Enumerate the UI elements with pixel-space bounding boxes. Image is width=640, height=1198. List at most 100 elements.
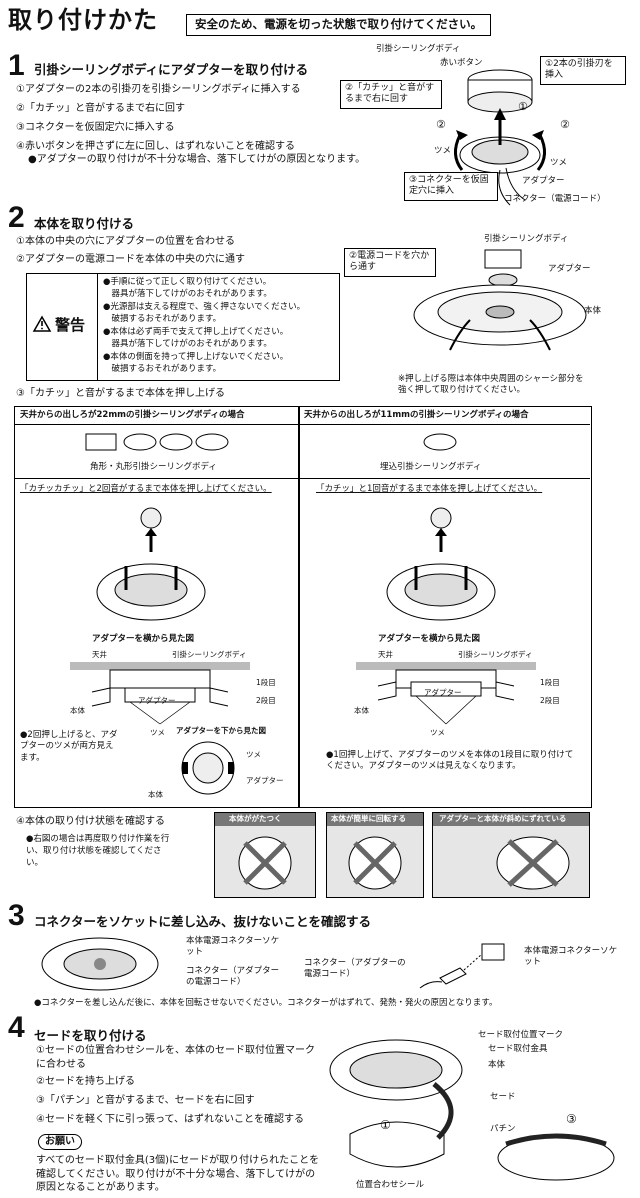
bottom-view-main: 本体 <box>148 790 163 799</box>
step1-illustration <box>454 69 546 206</box>
s1-num-2a: ② <box>436 118 446 131</box>
s1-callout-2: ②「カチッ」と音がするまで右に回す <box>340 80 442 109</box>
table-caption-rule <box>14 478 590 479</box>
s2-callout: ②電源コードを穴から通す <box>344 248 436 277</box>
s3-connector: コネクター（アダプターの電源コード） <box>186 966 280 988</box>
table-header-rule <box>14 424 590 425</box>
bad-state-1-cross-icon <box>238 836 292 890</box>
right-tsume: ツメ <box>430 728 445 737</box>
s2-main: 本体 <box>584 306 602 316</box>
right-pushup-illustration <box>386 507 496 621</box>
warning-line-4: 破損するおそれがあります。 <box>103 314 222 324</box>
step2-item-2: ②アダプターの電源コードを本体の中央の穴に通す <box>16 254 245 265</box>
left-tsume: ツメ <box>150 728 165 737</box>
step2-item-4-note: ●右図の場合は再度取り付け作業を行い、取り付け状態を確認してください。 <box>26 834 170 868</box>
warning-line-5: ●本体は必ず両手で支えて押し上げてください。 <box>103 327 289 337</box>
step3-title: コネクターをソケットに差し込み、抜けないことを確認する <box>34 914 372 929</box>
right-main: 本体 <box>354 706 369 715</box>
s2-note: ※押し上げる際は本体中央周囲のシャーシ部分を強く押して取り付けてください。 <box>398 374 584 396</box>
step1-item-4: ④赤いボタンを押さずに左に回し、はずれないことを確認する <box>16 141 295 152</box>
right-tier2: 2段目 <box>540 696 560 705</box>
s1-callout-1: ①2本の引掛刃を挿入 <box>540 56 626 85</box>
step1-number: 1 <box>8 49 25 82</box>
step4-illustration <box>329 1039 615 1181</box>
step3-connector-illustration <box>419 943 505 989</box>
left-tier1: 1段目 <box>256 678 276 687</box>
right-side-view-title: アダプターを横から見た図 <box>378 634 481 644</box>
left-ceiling: 天井 <box>92 650 107 659</box>
left-side-view-title: アダプターを横から見た図 <box>92 634 195 644</box>
bad-state-3-label: アダプターと本体が斜めにずれている <box>439 814 567 823</box>
bad-state-3-cross-icon <box>496 836 570 890</box>
bad-state-3: アダプターと本体が斜めにずれている <box>432 812 590 898</box>
s1-adapter: アダプター <box>522 176 565 186</box>
s1-num-1: ① <box>518 100 528 113</box>
left-main: 本体 <box>70 706 85 715</box>
bottom-view-diagram <box>181 741 235 795</box>
s4-bracket: セード取付金具 <box>488 1044 548 1054</box>
s1-num-2b: ② <box>560 118 570 131</box>
right-side-view-diagram <box>356 662 536 725</box>
s4-main: 本体 <box>488 1060 506 1070</box>
s4-shade: セード <box>490 1092 516 1102</box>
warning-line-1: ●手順に従って正しく取り付けてください。 <box>103 277 272 287</box>
s1-red-button: 赤いボタン <box>440 58 483 68</box>
step3-number: 3 <box>8 899 25 932</box>
safety-banner: 安全のため、電源を切った状態で取り付けてください。 <box>186 14 492 36</box>
warning-line-2: 器具が落下してけがのおそれがあります。 <box>103 289 272 299</box>
table-right <box>298 406 592 808</box>
left-pushup-illustration <box>96 507 206 621</box>
right-tier1: 1段目 <box>540 678 560 687</box>
s4-mark: セード取付位置マーク <box>478 1030 564 1040</box>
left-side-view-diagram <box>70 662 250 725</box>
s3-connector2: コネクター（アダプターの電源コード） <box>304 958 406 980</box>
table-left <box>14 406 300 808</box>
request-label: お願い <box>38 1134 82 1150</box>
left-sealing-body: 引掛シーリングボディ <box>172 650 247 659</box>
bad-state-2: 本体が簡単に回転する <box>326 812 424 898</box>
warning-label: 警告 <box>55 316 86 334</box>
step2-title: 本体を取り付ける <box>34 216 135 231</box>
s1-callout-3: ③コネクターを仮固定穴に挿入 <box>404 172 498 201</box>
s1-connector: コネクター（電源コード） <box>504 194 606 204</box>
bad-state-1: 本体ががたつく <box>214 812 316 898</box>
bad-state-2-header <box>327 813 423 826</box>
step4-item-2: ②セードを持ち上げる <box>36 1076 135 1087</box>
warning-line-6: 器具が落下してけがのおそれがあります。 <box>103 339 272 349</box>
step4-number: 4 <box>8 1011 25 1044</box>
step2-number: 2 <box>8 201 25 234</box>
step1-note: ●アダプターの取り付けが不十分な場合、落下してけがの原因となります。 <box>28 154 366 165</box>
step2-illustration <box>413 249 587 351</box>
bad-state-3-header <box>433 813 589 826</box>
bad-state-1-label: 本体ががたつく <box>229 814 282 823</box>
request-text: すべてのセード取付金具(3個)にセードが取り付けられたことを確認してください。取… <box>36 1155 320 1193</box>
page-title: 取り付けかた <box>8 6 158 34</box>
step4-item-1: ①セードの位置合わせシールを、本体のセード取付位置マークに合わせる <box>36 1045 315 1070</box>
table-left-instr: 「カチッカチッ」と2回音がするまで本体を押し上げてください。 <box>20 484 272 494</box>
left-sealing-bodies-illustration <box>85 433 229 451</box>
s1-tsume-right: ツメ <box>550 158 568 168</box>
step1-item-3: ③コネクターを仮固定穴に挿入する <box>16 122 175 133</box>
s1-tsume-left: ツメ <box>434 146 452 156</box>
right-sealing-body-illustration <box>423 433 457 451</box>
right-ceiling: 天井 <box>378 650 393 659</box>
s3-socket2: 本体電源コネクターソケット <box>524 946 618 968</box>
right-adapter: アダプター <box>424 688 462 697</box>
left-tier2: 2段目 <box>256 696 276 705</box>
right-sealing-body: 引掛シーリングボディ <box>458 650 533 659</box>
left-adapter: アダプター <box>138 696 176 705</box>
warning-line-8: 破損するおそれがあります。 <box>103 364 222 374</box>
warning-line-3: ●光源部は支える程度で、強く押さないでください。 <box>103 302 306 312</box>
bad-state-2-label: 本体が簡単に回転する <box>331 814 406 823</box>
step4-title: セードを取り付ける <box>34 1028 147 1043</box>
step4-item-3: ③「パチン」と音がするまで、セードを右に回す <box>36 1095 255 1106</box>
s4-sticker: 位置合わせシール <box>356 1180 425 1190</box>
table-left-caption: 角形・丸形引掛シーリングボディ <box>90 462 217 472</box>
table-right-instr: 「カチッ」と1回音がするまで本体を押し上げてください。 <box>316 484 543 494</box>
table-left-note: ●2回押し上げると、アダプターのツメが両方見えます。 <box>20 730 118 763</box>
warning-label-cell: 警告 <box>27 274 98 380</box>
s4-num-3: ③ <box>566 1112 577 1126</box>
table-right-note: ●1回押し上げて、アダプターのツメを本体の1段目に取り付けてください。アダプター… <box>326 750 574 772</box>
bottom-view-title: アダプターを下から見た図 <box>176 726 266 735</box>
step3-main-body-illustration <box>41 937 159 991</box>
